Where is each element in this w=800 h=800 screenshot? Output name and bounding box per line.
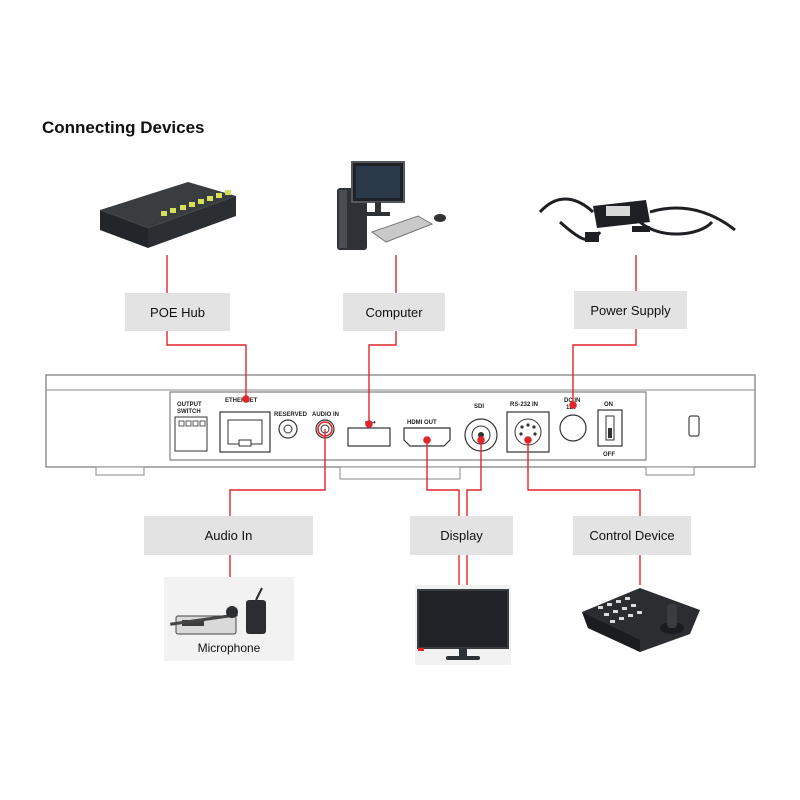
- hdmi-out-label: HDMI OUT: [407, 420, 437, 426]
- output-switch-label: OUTPUT: [177, 402, 202, 408]
- poe-hub-label: POE Hub: [125, 293, 230, 331]
- control-device-image: [582, 588, 700, 652]
- poe-hub-image: [100, 182, 236, 248]
- dc-in-label: DC IN: [564, 398, 580, 404]
- audio-in-port-label: AUDIO IN: [312, 412, 339, 418]
- connector-lines: [166, 255, 641, 585]
- display-monitor-image: [415, 585, 511, 665]
- power-supply-label: Power Supply: [574, 291, 687, 329]
- computer-label: Computer: [343, 293, 445, 331]
- switch-off-label: OFF: [603, 452, 615, 458]
- ethernet-label: ETHERNET: [225, 398, 258, 404]
- reserved-label: RESERVED: [274, 412, 308, 418]
- microphone-image: [164, 577, 294, 661]
- page-title: Connecting Devices: [42, 118, 205, 137]
- computer-image: [337, 161, 446, 250]
- device-back-panel: OUTPUT SWITCH ETHERNET RESERVED AUDIO IN…: [45, 374, 756, 480]
- audio-in-label: Audio In: [144, 516, 313, 555]
- control-device-label: Control Device: [573, 516, 691, 555]
- port-markers: [242, 395, 577, 444]
- output-switch-label-2: SWITCH: [177, 409, 201, 415]
- power-supply-image: [538, 197, 736, 242]
- rs232-label: RS-232 IN: [510, 402, 538, 408]
- display-label: Display: [410, 516, 513, 555]
- switch-on-label: ON: [604, 402, 613, 408]
- microphone-label: Microphone: [197, 641, 261, 655]
- sdi-label: SDI: [474, 404, 484, 410]
